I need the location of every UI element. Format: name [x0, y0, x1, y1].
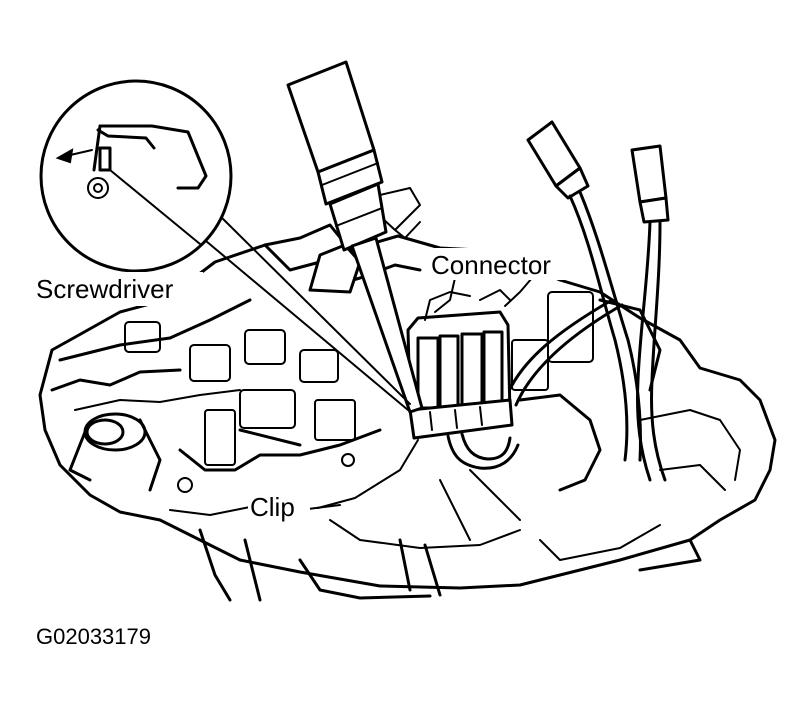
screwdriver-label-bg [33, 272, 203, 306]
connector-label-bg [428, 248, 580, 280]
figure-id: G02033179 [36, 624, 151, 649]
connector-body [406, 289, 520, 470]
clip-label: Clip [250, 492, 295, 522]
screwdriver [286, 60, 424, 414]
inset-leader-lines [199, 213, 411, 411]
label-leaders [317, 277, 533, 509]
screwdriver-label: Screwdriver [36, 274, 174, 304]
detail-inset [39, 79, 233, 273]
clip-label-bg [248, 490, 310, 522]
connector-label: Connector [431, 250, 551, 280]
wire-harness [503, 120, 670, 482]
